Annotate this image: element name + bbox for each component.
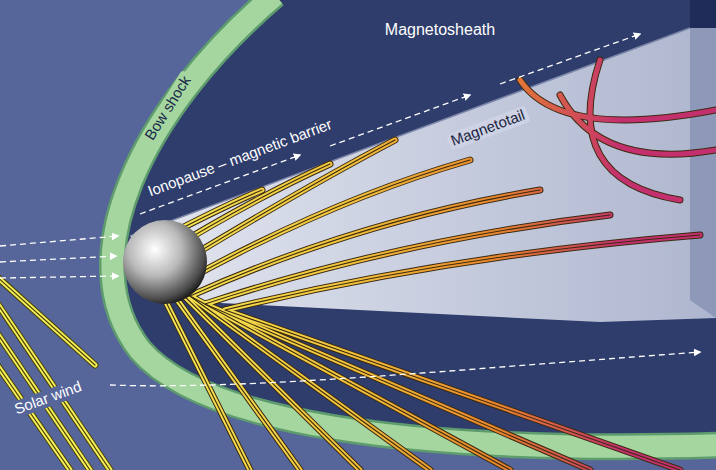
region-label: Magnetosheath — [382, 21, 498, 39]
